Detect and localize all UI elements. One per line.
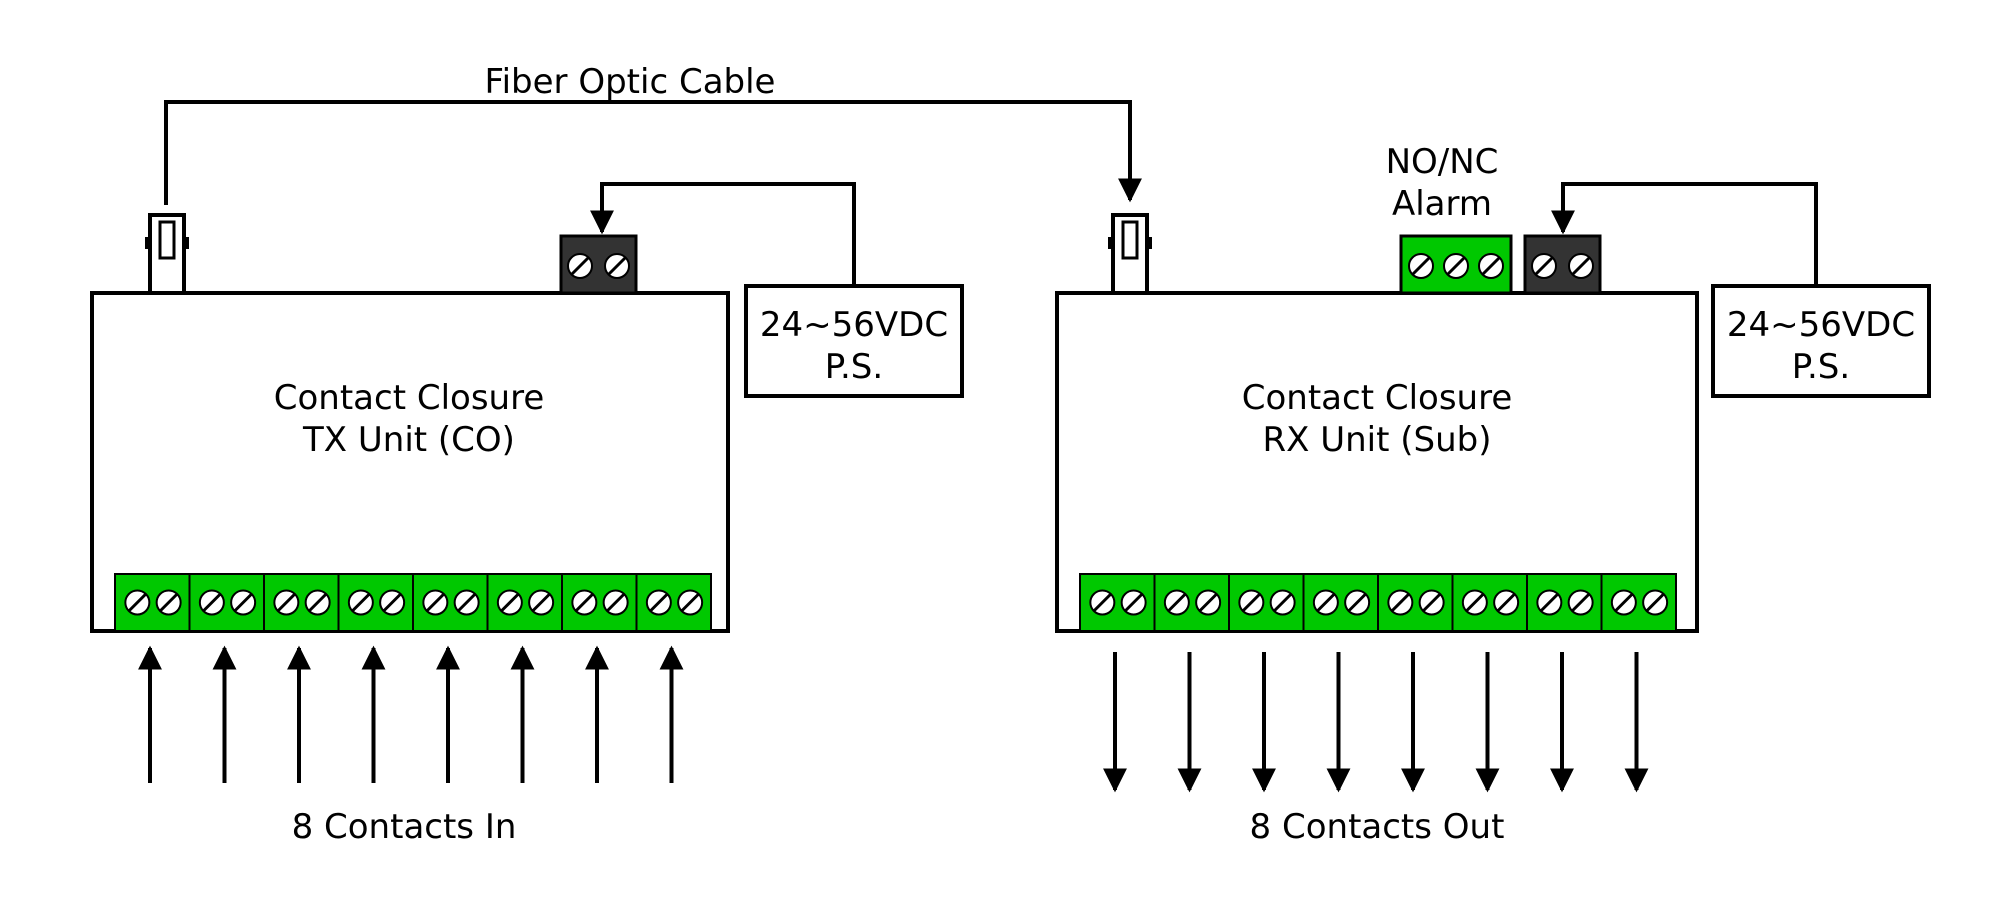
tx-ps-label-line1: 24~56VDC <box>760 305 948 345</box>
screw-terminal-icon <box>1312 589 1339 616</box>
contact-terminal <box>1153 573 1230 632</box>
tx-power-wire <box>590 182 856 286</box>
contact-terminal <box>1526 573 1603 632</box>
fiber-connector-icon <box>1108 213 1152 295</box>
contact-terminal <box>412 573 489 632</box>
screw-terminal-icon <box>1238 589 1265 616</box>
screw-terminal-icon <box>496 589 523 616</box>
screw-terminal-icon <box>1089 589 1116 616</box>
contact-terminal <box>1079 573 1156 632</box>
rx-unit-title-line1: Contact Closure <box>1242 378 1513 418</box>
screw-terminal-icon <box>304 589 331 616</box>
rx-contact-terminal-strip <box>1079 573 1677 632</box>
contacts-out-label: 8 Contacts Out <box>1250 807 1505 847</box>
screw-terminal-icon <box>1531 253 1557 279</box>
screw-terminal-icon <box>1120 589 1147 616</box>
contact-terminal <box>188 573 265 632</box>
screw-terminal-icon <box>645 589 672 616</box>
fiber-connector-icon <box>145 213 189 295</box>
alarm-label-line2: Alarm <box>1392 184 1492 224</box>
screw-terminal-icon <box>155 589 182 616</box>
screw-terminal-icon <box>677 589 704 616</box>
fiber-optic-cable <box>164 100 1142 205</box>
screw-terminal-icon <box>1478 253 1504 279</box>
tx-contact-input-arrows <box>138 645 684 783</box>
screw-terminal-icon <box>273 589 300 616</box>
contact-terminal <box>561 573 638 632</box>
screw-terminal-icon <box>1195 589 1222 616</box>
contacts-in-label: 8 Contacts In <box>292 807 517 847</box>
screw-terminal-icon <box>1461 589 1488 616</box>
screw-terminal-icon <box>124 589 151 616</box>
screw-terminal-icon <box>1642 589 1669 616</box>
rx-contact-output-arrows <box>1103 652 1649 793</box>
screw-terminal-icon <box>422 589 449 616</box>
contact-terminal <box>1451 573 1528 632</box>
contact-terminal <box>114 573 191 632</box>
rx-unit-title-line2: RX Unit (Sub) <box>1263 420 1492 460</box>
contact-terminal <box>1228 573 1305 632</box>
screw-terminal-icon <box>1163 589 1190 616</box>
tx-unit-title-line1: Contact Closure <box>274 378 545 418</box>
contact-terminal <box>337 573 414 632</box>
screw-terminal-icon <box>571 589 598 616</box>
screw-terminal-icon <box>604 253 630 279</box>
alarm-terminal <box>1399 234 1513 295</box>
contact-terminal <box>1377 573 1454 632</box>
rx-power-wire <box>1551 182 1818 286</box>
contact-terminal <box>635 573 712 632</box>
screw-terminal-icon <box>453 589 480 616</box>
tx-power-terminal <box>559 234 638 295</box>
screw-terminal-icon <box>1610 589 1637 616</box>
rx-ps-label-line2: P.S. <box>1792 347 1850 387</box>
rx-power-terminal <box>1523 234 1602 295</box>
rx-ps-label-line1: 24~56VDC <box>1727 305 1915 345</box>
screw-terminal-icon <box>602 589 629 616</box>
screw-terminal-icon <box>379 589 406 616</box>
rx-unit: Contact Closure RX Unit (Sub) <box>1055 142 1699 793</box>
screw-terminal-icon <box>1536 589 1563 616</box>
screw-terminal-icon <box>198 589 225 616</box>
screw-terminal-icon <box>1387 589 1414 616</box>
tx-unit: Contact Closure TX Unit (CO) <box>90 213 730 783</box>
alarm-label-line1: NO/NC <box>1386 142 1499 182</box>
screw-terminal-icon <box>528 589 555 616</box>
screw-terminal-icon <box>1269 589 1296 616</box>
screw-terminal-icon <box>1567 589 1594 616</box>
rx-power-supply: 24~56VDC P.S. <box>1551 182 1931 398</box>
contact-terminal <box>486 573 563 632</box>
screw-terminal-icon <box>1418 589 1445 616</box>
tx-unit-title-line2: TX Unit (CO) <box>302 420 515 460</box>
tx-power-supply: 24~56VDC P.S. <box>590 182 964 398</box>
contact-terminal <box>1302 573 1379 632</box>
screw-terminal-icon <box>1443 253 1469 279</box>
tx-ps-label-line2: P.S. <box>825 347 883 387</box>
contact-terminal <box>1600 573 1677 632</box>
fiber-cable-label: Fiber Optic Cable <box>485 62 776 102</box>
screw-terminal-icon <box>567 253 593 279</box>
tx-contact-terminal-strip <box>114 573 712 632</box>
screw-terminal-icon <box>1344 589 1371 616</box>
screw-terminal-icon <box>1408 253 1434 279</box>
screw-terminal-icon <box>1568 253 1594 279</box>
contact-terminal <box>263 573 340 632</box>
screw-terminal-icon <box>230 589 257 616</box>
screw-terminal-icon <box>1493 589 1520 616</box>
screw-terminal-icon <box>347 589 374 616</box>
